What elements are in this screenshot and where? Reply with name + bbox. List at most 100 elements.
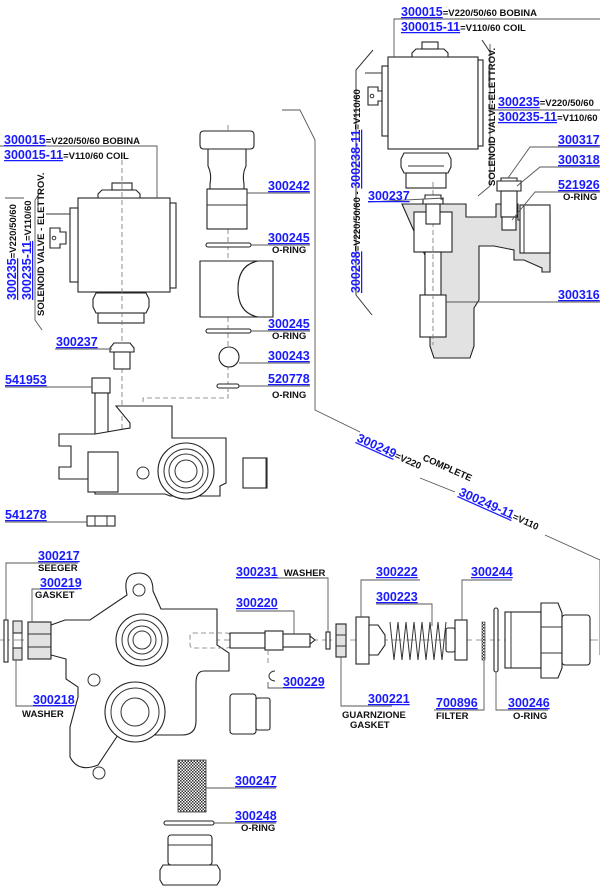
- circlip: [268, 670, 276, 682]
- left-coil-terminal: [49, 227, 67, 249]
- svg-text:O-RING: O-RING: [563, 192, 597, 203]
- pump-body: [50, 572, 230, 769]
- part-code[interactable]: 300237: [56, 335, 98, 349]
- valve-ball: [218, 346, 240, 368]
- part-code[interactable]: 300238: [349, 251, 363, 293]
- svg-text:300249-11=V110: 300249-11=V110: [457, 485, 542, 533]
- part-code[interactable]: 521926: [558, 178, 600, 192]
- bottom-labels: 300217 SEEGER 300219 GASKET 300218 WASHE…: [22, 549, 550, 834]
- part-code[interactable]: 300318: [558, 153, 600, 167]
- svg-text:GASKET: GASKET: [350, 720, 390, 731]
- valve-shaft: [229, 632, 266, 649]
- part-code[interactable]: 300219: [40, 576, 82, 590]
- part-code[interactable]: 541278: [5, 508, 47, 522]
- spring-retainer: [454, 619, 468, 661]
- part-code[interactable]: 520778: [268, 372, 310, 386]
- part-code[interactable]: 300231: [236, 565, 278, 579]
- part-code[interactable]: 300249-11: [457, 485, 517, 522]
- svg-text:300235-11=V110/60: 300235-11=V110/60: [498, 110, 598, 124]
- small-washer: [325, 631, 331, 650]
- part-code[interactable]: 541953: [5, 373, 47, 387]
- part-code[interactable]: 300242: [268, 179, 310, 193]
- svg-text:300235-11=V110/60: 300235-11=V110/60: [20, 200, 34, 300]
- bottom-cap-nut: [167, 834, 213, 866]
- coil-terminal: [367, 86, 383, 106]
- coil-body: [387, 56, 479, 150]
- solenoid-valve-vertical-label: SOLENOID VALVE - ELETTROV.: [36, 173, 47, 316]
- part-code[interactable]: 300229: [283, 675, 325, 689]
- svg-text:WASHER: WASHER: [22, 709, 64, 720]
- part-code[interactable]: 300235-11: [498, 110, 557, 124]
- svg-text:GUARNZIONE: GUARNZIONE: [342, 710, 406, 721]
- outlet-fitting: [504, 611, 542, 669]
- svg-text:O-RING: O-RING: [272, 390, 306, 401]
- part-code[interactable]: 300238-11: [349, 130, 363, 189]
- part-code[interactable]: 300235: [498, 95, 540, 109]
- middle-column-parts: [199, 109, 600, 655]
- left-coil-top-nut: [97, 189, 141, 199]
- svg-text:O-RING: O-RING: [272, 331, 306, 342]
- solenoid-valve-vertical-label: SOLENOID VALVE-ELETTROV.: [487, 48, 498, 186]
- svg-text:300235=V220/50/60: 300235=V220/50/60: [498, 95, 594, 109]
- o-ring-large: [493, 607, 499, 673]
- o-ring: [205, 328, 252, 334]
- part-code[interactable]: 300015: [4, 133, 46, 147]
- svg-text:FILTER: FILTER: [436, 711, 469, 722]
- part-code[interactable]: 300243: [268, 349, 310, 363]
- svg-text:COMPLETE: COMPLETE: [421, 453, 474, 485]
- part-code[interactable]: 300217: [38, 549, 80, 563]
- gasket: [27, 621, 52, 660]
- filter-disc: [481, 621, 486, 661]
- bottom-pressure-valve-assembly: [0, 562, 600, 886]
- part-code[interactable]: 300222: [376, 565, 418, 579]
- part-code[interactable]: 300245: [268, 317, 310, 331]
- svg-text:O-RING: O-RING: [272, 245, 306, 256]
- part-code[interactable]: 300235-11: [20, 241, 34, 300]
- small-o-ring: [216, 383, 240, 389]
- top-right-solenoid-assembly: [355, 18, 600, 359]
- assembly-bracket: [355, 49, 374, 316]
- svg-text:300015-11=V110/60 COIL: 300015-11=V110/60 COIL: [401, 20, 526, 34]
- part-code[interactable]: 300015-11: [401, 20, 460, 34]
- left-labels: 300015=V220/50/60 BOBINA 300015-11=V110/…: [4, 133, 140, 522]
- part-code[interactable]: 300246: [508, 696, 550, 710]
- left-solenoid-assembly: [0, 145, 268, 527]
- part-code[interactable]: 700896: [436, 696, 478, 710]
- part-code[interactable]: 300235: [5, 258, 19, 300]
- part-code[interactable]: 300244: [471, 565, 513, 579]
- part-code[interactable]: 300317: [558, 133, 600, 147]
- o-ring-bottom: [163, 820, 215, 826]
- left-plug-screw: [109, 342, 135, 353]
- o-ring: [205, 242, 252, 248]
- svg-text:GASKET: GASKET: [35, 590, 75, 601]
- coil-bottom-nut: [400, 152, 452, 174]
- svg-text:300238=V220/50/60 - 300238-11=: 300238=V220/50/60 - 300238-11=V110/60: [349, 89, 363, 293]
- part-code[interactable]: 300249: [355, 431, 399, 461]
- part-code[interactable]: 300248: [235, 809, 277, 823]
- valve-plug-screw: [422, 194, 444, 205]
- hex-nut: [86, 515, 116, 527]
- part-code[interactable]: 300247: [235, 774, 277, 788]
- part-code[interactable]: 300245: [268, 231, 310, 245]
- left-coil-bottom-nut: [92, 292, 150, 314]
- part-code[interactable]: 300220: [236, 596, 278, 610]
- part-code[interactable]: 300223: [376, 590, 418, 604]
- part-code[interactable]: 300237: [368, 189, 410, 203]
- part-code[interactable]: 300316: [558, 288, 600, 302]
- strainer-mesh: [177, 759, 207, 813]
- part-code[interactable]: 300221: [368, 692, 410, 706]
- left-coil-body: [77, 197, 171, 293]
- valve-cap-top: [199, 130, 255, 150]
- svg-text:SEEGER: SEEGER: [38, 563, 78, 574]
- part-code[interactable]: 300015-11: [4, 148, 63, 162]
- svg-text:300015-11=V110/60 COIL: 300015-11=V110/60 COIL: [4, 148, 129, 162]
- top-right-labels: 300015=V220/50/60 BOBINA 300015-11=V110/…: [349, 5, 600, 302]
- svg-text:O-RING: O-RING: [241, 823, 275, 834]
- gasket-guarnzione: [335, 623, 347, 658]
- svg-text:O-RING: O-RING: [513, 711, 547, 722]
- svg-text:300235=V220/50/60: 300235=V220/50/60: [5, 204, 19, 300]
- valve-piston: [355, 616, 370, 665]
- part-code[interactable]: 300015: [401, 5, 443, 19]
- part-code[interactable]: 300218: [33, 693, 75, 707]
